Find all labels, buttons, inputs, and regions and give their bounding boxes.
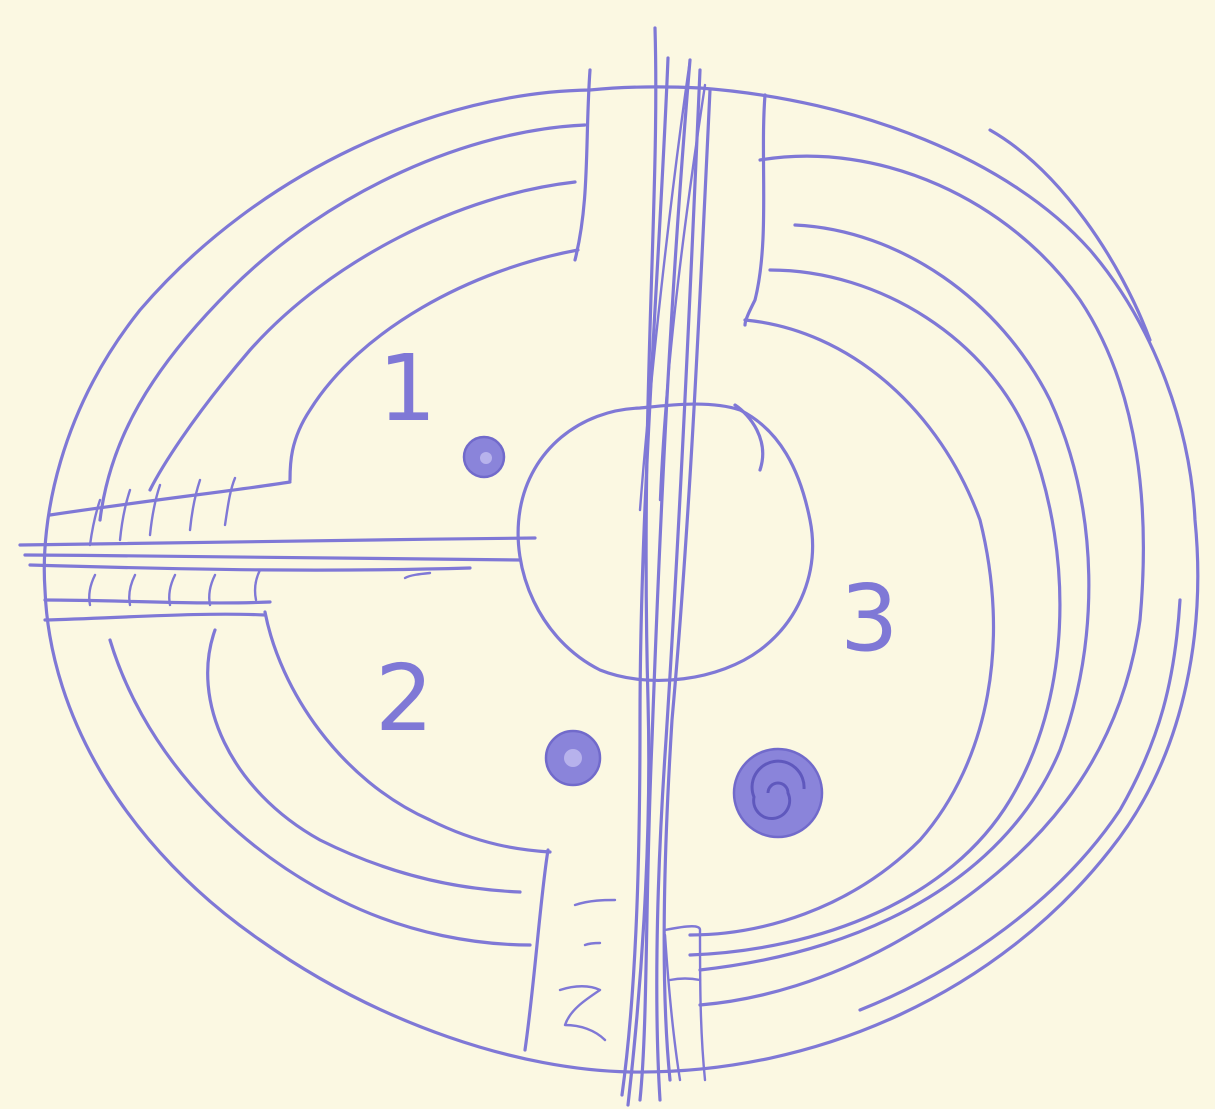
feature-dot-1 (464, 437, 504, 477)
sector-label-1: 1 (378, 335, 437, 442)
sector-label-3: 3 (840, 565, 899, 672)
feature-dot-2 (546, 731, 600, 785)
feature-dot-3 (734, 749, 822, 837)
sector-label-2: 2 (375, 645, 434, 752)
